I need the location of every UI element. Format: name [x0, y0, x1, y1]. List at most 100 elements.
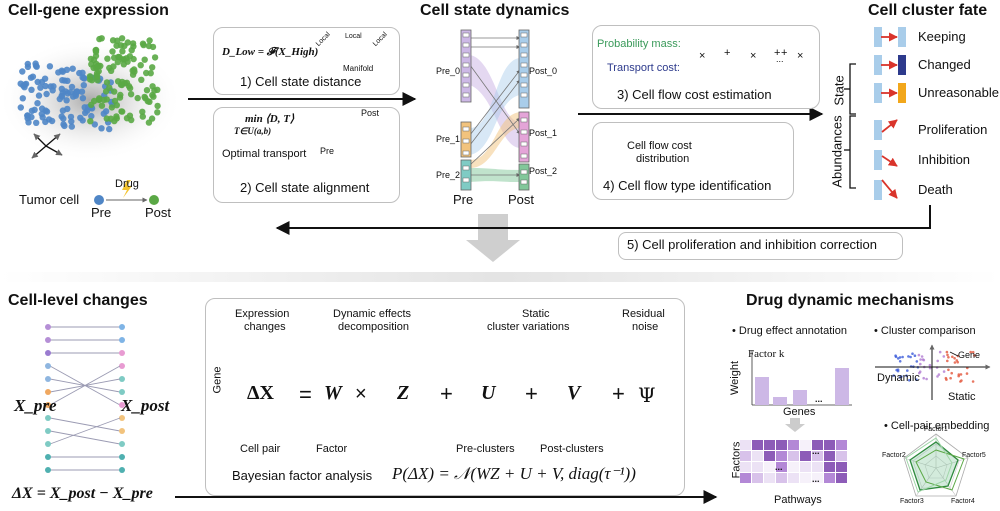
heatmap-cell — [752, 451, 763, 461]
dyn-l1: Dynamic effects — [333, 308, 412, 320]
heatmap-cell — [776, 451, 787, 461]
pre-cell-dot — [76, 69, 83, 77]
pre-cell-dot — [19, 68, 26, 75]
abundances-label: Abundances — [829, 115, 845, 188]
comparison-point — [898, 356, 902, 359]
z-block: Z — [397, 382, 410, 404]
x-pre-label: X_pre — [14, 396, 57, 415]
comparison-point — [945, 350, 949, 354]
comparison-point — [951, 355, 954, 359]
post-cell-dot — [111, 88, 118, 95]
post-cell-point — [119, 350, 125, 356]
pre-cell-point — [45, 324, 51, 330]
pre-cell-point — [45, 441, 51, 447]
bfa-box — [205, 298, 685, 496]
mechanisms-title: Drug dynamic mechanisms — [746, 292, 955, 309]
comparison-point — [928, 363, 932, 367]
pre-cell-dot — [45, 116, 53, 123]
comparison-point — [905, 374, 908, 378]
post-cell-dot — [146, 37, 153, 44]
weight-axis-label: Weight — [729, 360, 742, 396]
factors-axis-label: Factors — [730, 441, 743, 479]
u-block: U — [481, 382, 496, 404]
post-cell-dot — [128, 47, 135, 54]
comparison-point — [919, 358, 922, 361]
embedding-label: • Cell-pair embedding — [884, 420, 990, 432]
post-cell-point — [119, 454, 125, 460]
comparison-point — [944, 376, 948, 380]
ot-post-label: Post — [361, 108, 380, 118]
post-cell-dot — [92, 47, 99, 54]
dynamics-title: Cell state dynamics — [420, 2, 570, 19]
comparison-point — [911, 352, 914, 356]
heatmap-cell — [764, 462, 775, 472]
comparison-point — [946, 353, 949, 357]
radar-factor1: Factor1 — [924, 426, 948, 433]
comparison-point — [960, 379, 963, 382]
post-cell-dot — [117, 81, 125, 88]
pre-cell-dot — [42, 82, 49, 90]
heat-ellipsis-1: ... — [812, 446, 820, 456]
times-3: × — [797, 50, 804, 62]
resid-l2: noise — [632, 321, 659, 333]
comparison-point — [892, 374, 895, 377]
pre-cell-dot — [19, 95, 26, 102]
cost-dist-l1: Cell flow cost — [627, 140, 692, 152]
comparison-point — [953, 361, 957, 364]
gene-point-label: Gene — [958, 350, 981, 360]
heatmap-cell — [788, 473, 799, 483]
plus-sign-1: + — [440, 381, 453, 406]
comparison-point — [971, 380, 975, 383]
post-cell-point — [119, 428, 125, 434]
pre-cell-dot — [100, 110, 108, 117]
post-cell-dot — [108, 104, 116, 111]
comparison-point — [913, 354, 917, 358]
pre-cell-dot — [81, 75, 88, 82]
step4-label: 4) Cell flow type identification — [603, 178, 772, 193]
post-cell-dot — [116, 53, 123, 61]
fate-title: Cell cluster fate — [868, 2, 988, 19]
comparison-point — [909, 355, 912, 359]
times-1: × — [699, 50, 706, 62]
pair-link — [49, 417, 121, 432]
post-cell-dot — [96, 95, 103, 102]
prob-mass-label: Probability mass: — [597, 38, 681, 50]
pre-cell-dot — [63, 66, 71, 74]
pre1-label: Pre_1 — [436, 134, 461, 144]
heat-ellipsis-2: ... — [775, 462, 783, 472]
comparison-point — [957, 374, 960, 378]
heatmap-cell — [752, 473, 763, 483]
post-cell-dot — [143, 87, 151, 94]
bar-ellipsis: ... — [815, 394, 823, 404]
section-separator — [0, 272, 1000, 282]
post-cell-dot — [123, 115, 131, 122]
pre-cell-dot — [38, 110, 45, 118]
heatmap-cell — [764, 473, 775, 483]
bfa-label: Bayesian factor analysis — [232, 468, 373, 483]
comparison-point — [953, 357, 956, 360]
comparison-point — [946, 359, 949, 363]
post-cell-dot — [140, 41, 147, 49]
comparison-point — [947, 356, 950, 359]
pre-cell-dot — [88, 112, 95, 120]
heatmap-cell — [788, 462, 799, 472]
expr-l1: Expression — [235, 308, 290, 320]
correction-label: 5) Cell proliferation and inhibition cor… — [627, 237, 878, 252]
heatmap-cell — [740, 440, 751, 450]
pre-cell-point — [45, 350, 51, 356]
comparison-point — [922, 358, 926, 362]
post-cell-point — [119, 363, 125, 369]
comparison-point — [973, 354, 976, 357]
post-cell-point — [119, 402, 125, 408]
equals-sign: = — [299, 382, 312, 407]
pre-cell-dot — [68, 83, 76, 91]
comparison-point — [965, 372, 969, 375]
post-cell-dot — [127, 91, 135, 98]
post-cell-dot — [106, 84, 113, 92]
radar-factor4: Factor4 — [951, 498, 975, 505]
pre-cell-dot — [58, 67, 65, 74]
post-cell-dot — [129, 40, 137, 47]
comparison-point — [915, 360, 919, 363]
fate-unreasonable: Unreasonable — [918, 85, 999, 100]
post-cell-dot — [107, 67, 115, 75]
